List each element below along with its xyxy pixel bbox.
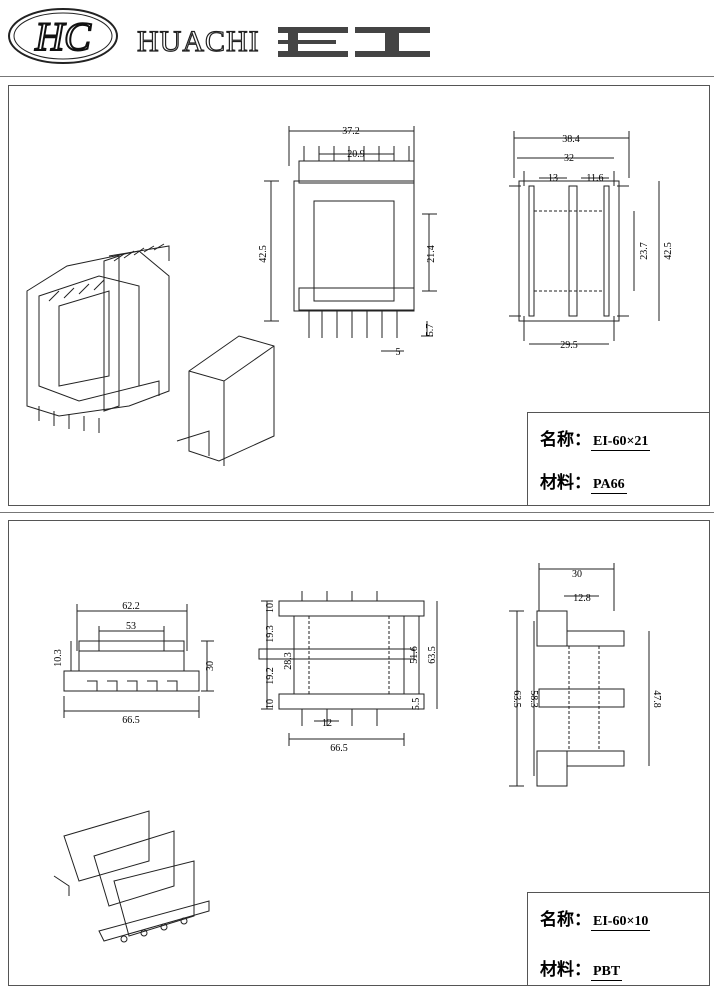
material-label-2: 材料 — [540, 960, 574, 979]
drawing-panel-1: 37.2 20.9 42.5 21.4 5.7 5 38.4 32 13 11.… — [8, 85, 710, 506]
dim2-height-30: 30 — [205, 661, 216, 671]
material-value-1: PA66 — [591, 477, 627, 494]
bobbin-iso-1 — [26, 243, 170, 433]
dim-top-inner: 20.9 — [347, 149, 365, 160]
dim-side-right: 11.6 — [586, 173, 603, 184]
dim2-top-outer: 62.2 — [122, 601, 140, 612]
dim2-bottom-width: 66.5 — [122, 715, 140, 726]
name-value-2: EI-60×10 — [591, 914, 651, 931]
bobbin-iso-2 — [53, 810, 210, 943]
mid-rule — [0, 512, 714, 513]
material-row-1: 材料：PA66 — [540, 473, 627, 494]
product-type: EI — [0, 0, 2, 1]
dim-side-height: 42.5 — [663, 242, 674, 260]
dim-pin-pitch: 5 — [396, 347, 401, 358]
title-block-1: 名称：EI-60×21 材料：PA66 — [527, 412, 709, 505]
brand-logo-strip: HC HUACHI EI — [0, 0, 430, 64]
side-view-1 — [509, 131, 660, 345]
drawing-2-svg: 62.2 53 10.3 30 66.5 10 19.3 28.3 19.2 1… — [53, 563, 662, 943]
brand-header: HC HUACHI EI — [0, 0, 714, 76]
material-row-2: 材料：PBT — [540, 960, 623, 981]
dim-pin-length: 5.7 — [425, 324, 436, 337]
logo-text: HC — [34, 14, 92, 59]
dim-side-inner: 32 — [564, 153, 574, 164]
material-label-1: 材料 — [540, 473, 574, 492]
dim2-mid-10b: 10 — [265, 699, 276, 709]
dim-side-width: 38.4 — [562, 134, 580, 145]
front-view-1 — [264, 126, 437, 352]
side-view-2 — [509, 563, 650, 787]
name-label-1: 名称 — [540, 430, 574, 449]
dim2-mid-bottom: 66.5 — [330, 743, 348, 754]
dim2-mid-283: 28.3 — [283, 652, 294, 670]
dim-front-height: 42.5 — [258, 245, 269, 263]
dim2-top-inner: 53 — [126, 621, 136, 632]
dim-side-window: 23.7 — [639, 242, 650, 260]
hc-logo: HC — [8, 8, 118, 64]
dim-side-left: 13 — [548, 173, 558, 184]
dim2-left-h: 10.3 — [53, 649, 64, 667]
drawing-panel-2: 62.2 53 10.3 30 66.5 10 19.3 28.3 19.2 1… — [8, 520, 710, 986]
dim2-mid-635: 63.5 — [427, 646, 438, 664]
dim2-mid-55: 5.5 — [411, 698, 422, 711]
drawing-1-svg: 37.2 20.9 42.5 21.4 5.7 5 38.4 32 13 11.… — [26, 126, 674, 466]
dim2-side-583: 58.3 — [528, 690, 539, 708]
dim2-side-30: 30 — [572, 569, 582, 580]
middle-view-2 — [258, 591, 438, 746]
ei-mark: EI — [0, 0, 430, 57]
name-row-2: 名称：EI-60×10 — [540, 910, 651, 931]
name-row-1: 名称：EI-60×21 — [540, 430, 651, 451]
dim2-side-478: 47.8 — [651, 690, 662, 708]
dim2-side-128: 12.8 — [573, 593, 591, 604]
dim2-mid-516: 51.6 — [409, 646, 420, 664]
dim2-mid-193: 19.3 — [265, 625, 276, 643]
material-value-2: PBT — [591, 964, 623, 981]
title-block-2: 名称：EI-60×10 材料：PBT — [527, 892, 709, 985]
name-value-1: EI-60×21 — [591, 434, 651, 451]
front-view-2 — [63, 604, 214, 718]
company-name: HUACHI — [137, 25, 260, 58]
core-iso-1 — [176, 335, 275, 466]
dim-front-inner: 21.4 — [426, 245, 437, 263]
dim2-mid-10a: 10 — [265, 603, 276, 613]
dim-top-width: 37.2 — [342, 126, 360, 137]
dim2-mid-192: 19.2 — [265, 667, 276, 685]
dim2-side-635: 63.5 — [511, 690, 522, 708]
header-rule — [0, 76, 714, 77]
name-label-2: 名称 — [540, 910, 574, 929]
dim2-mid-12: 12 — [322, 718, 332, 729]
dim-side-bottom: 29.5 — [560, 340, 578, 351]
